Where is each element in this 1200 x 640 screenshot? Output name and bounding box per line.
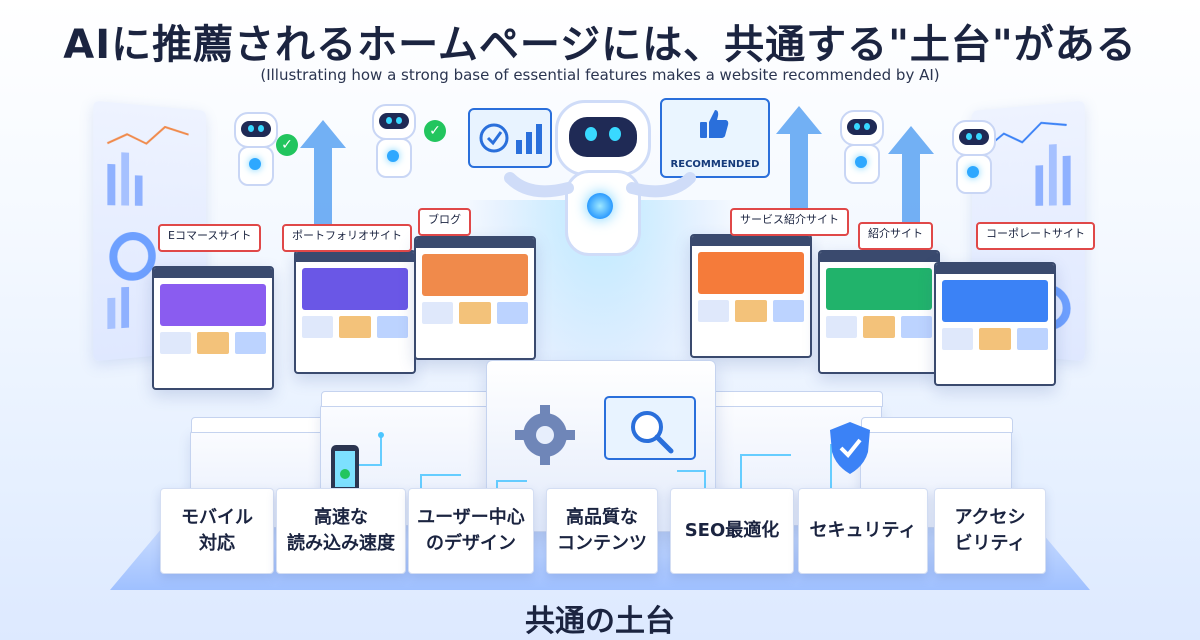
check-icon: ✓ — [276, 134, 298, 156]
site-type-tag: Eコマースサイト — [158, 224, 262, 252]
up-arrow-icon — [888, 126, 934, 266]
site-type-tag: サービス紹介サイト — [730, 208, 849, 236]
shield-check-icon — [830, 422, 870, 474]
robot-icon — [226, 112, 282, 192]
foundation-block-label: セキュリティ — [798, 488, 928, 574]
check-icon: ✓ — [424, 120, 446, 142]
foundation-block-label: ユーザー中心 のデザイン — [408, 488, 534, 574]
robot-icon — [832, 110, 888, 190]
site-type-tag: ポートフォリオサイト — [282, 224, 412, 252]
gear-icon — [515, 405, 575, 465]
foundation-block-label: アクセシ ビリティ — [934, 488, 1046, 574]
website-window — [818, 250, 940, 374]
website-window — [690, 234, 812, 358]
thumbs-up-icon — [700, 110, 729, 138]
website-window — [934, 262, 1056, 386]
website-window — [152, 266, 274, 390]
recommended-bubble: RECOMMENDED — [660, 98, 770, 178]
recommended-label: RECOMMENDED — [670, 159, 760, 170]
center-cube-art — [496, 396, 706, 521]
page-subtitle: (Illustrating how a strong base of essen… — [260, 66, 940, 84]
up-arrow-icon — [300, 120, 346, 260]
site-type-tag: 紹介サイト — [858, 222, 933, 250]
foundation-block-label: 高品質な コンテンツ — [546, 488, 658, 574]
chart-icon — [479, 123, 542, 154]
website-window — [414, 236, 536, 360]
robot-icon — [944, 120, 1000, 200]
left-dashboard-panel — [93, 100, 207, 362]
magnifier-icon — [631, 411, 674, 454]
chart-icon — [93, 101, 206, 330]
site-type-tag: ブログ — [418, 208, 471, 236]
website-window — [294, 250, 416, 374]
foundation-block-label: SEO最適化 — [670, 488, 794, 574]
site-type-tag: コーポレートサイト — [976, 222, 1095, 250]
foundation-block-label: モバイル 対応 — [160, 488, 274, 574]
up-arrow-icon — [776, 106, 822, 246]
smartphone-icon — [331, 445, 359, 495]
analytics-bubble — [468, 108, 552, 168]
page-title: AIに推薦されるホームページには、共通する"土台"がある — [63, 22, 1137, 68]
main-robot-head — [555, 100, 651, 176]
robot-arms — [504, 172, 696, 198]
foundation-label: 共通の土台 — [525, 604, 675, 639]
robot-icon — [364, 104, 420, 184]
foundation-block-label: 高速な 読み込み速度 — [276, 488, 406, 574]
